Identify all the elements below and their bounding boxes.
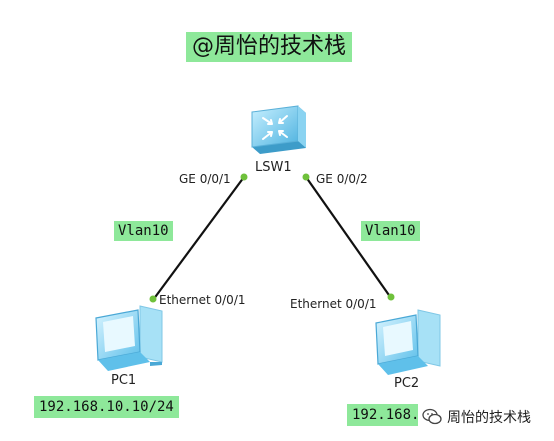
link-lsw1-pc2[interactable] [305, 176, 392, 299]
pc1-ip: 192.168.10.10/24 [34, 396, 179, 418]
wechat-icon [422, 408, 442, 425]
port-label-pc1: Ethernet 0/0/1 [159, 293, 246, 307]
pc1-icon[interactable] [95, 305, 163, 371]
port-label-pc2: Ethernet 0/0/1 [290, 297, 377, 311]
port-dot-ge001 [240, 173, 248, 181]
port-dot-pc1 [149, 295, 157, 303]
port-dot-pc2 [387, 293, 395, 301]
port-label-sw-left: GE 0/0/1 [179, 172, 231, 186]
pc2-icon[interactable] [375, 309, 441, 375]
port-dot-ge002 [302, 173, 310, 181]
pc1-label: PC1 [111, 373, 137, 388]
vlan-tag-right: Vlan10 [361, 221, 420, 241]
vlan-tag-left: Vlan10 [114, 221, 173, 241]
page-title: @周怡的技术栈 [186, 32, 353, 62]
watermark-text: 周怡的技术栈 [447, 410, 531, 426]
switch-label: LSW1 [255, 160, 292, 175]
pc2-label: PC2 [394, 376, 420, 391]
link-lsw1-pc1[interactable] [152, 176, 245, 301]
watermark: 周怡的技术栈 [418, 402, 550, 432]
port-label-sw-right: GE 0/0/2 [316, 172, 368, 186]
switch-icon[interactable] [251, 105, 306, 154]
